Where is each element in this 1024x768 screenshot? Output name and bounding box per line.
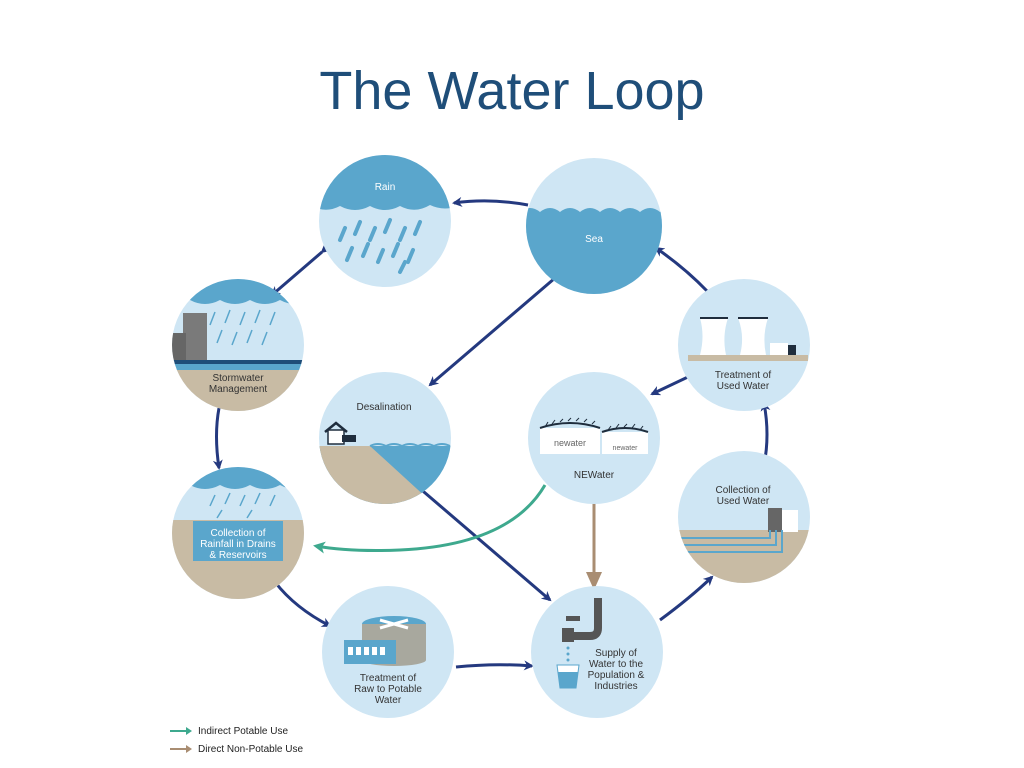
node-collection-used-water: Collection of Used Water [678, 451, 810, 583]
legend-item-indirect: Indirect Potable Use [170, 726, 288, 737]
collection-rainfall-label-line1: Collection of [210, 528, 265, 539]
supply-label-line4: Industries [594, 681, 637, 692]
rain-drops [338, 218, 422, 274]
treatment-used-label-line1: Treatment of [715, 370, 772, 381]
legend-item-direct: Direct Non-Potable Use [170, 744, 303, 755]
stormwater-label-line1: Stormwater [212, 373, 264, 384]
legend-direct-label: Direct Non-Potable Use [198, 744, 303, 755]
node-supply: Supply of Water to the Population & Indu… [531, 586, 663, 718]
node-treatment-used-water: Treatment of Used Water [678, 279, 810, 411]
collection-rainfall-label-line2: Rainfall in Drains [200, 539, 276, 550]
arrow-treatment-to-sea [654, 246, 710, 294]
node-newater: newater newater NEWater [528, 372, 660, 504]
arrowhead-direct [586, 572, 602, 590]
node-treatment-raw-potable: Treatment of Raw to Potable Water [322, 586, 454, 718]
treatment-raw-label-line2: Raw to Potable [354, 684, 422, 695]
supply-label-line2: Water to the [589, 659, 644, 670]
sea-label: Sea [585, 234, 603, 245]
arrow-rain-to-stormwater [270, 242, 332, 297]
node-sea: Sea [526, 158, 662, 294]
newater-tank1-label: newater [554, 438, 586, 448]
supply-label-line3: Population & [588, 670, 645, 681]
newater-label: NEWater [574, 470, 615, 481]
treatment-used-label-line2: Used Water [717, 381, 770, 392]
desalination-label: Desalination [356, 402, 411, 413]
node-rain: Rain [319, 155, 451, 287]
arrow-sea-to-rain [452, 196, 529, 207]
rain-label: Rain [375, 182, 396, 193]
arrow-desalination-to-supply [409, 478, 552, 602]
legend-indirect-label: Indirect Potable Use [198, 726, 288, 737]
flow-arrows [212, 196, 771, 671]
collection-used-label-line2: Used Water [717, 496, 770, 507]
node-stormwater: Stormwater Management [172, 279, 304, 411]
arrow-sea-to-desalination [428, 270, 563, 387]
legend: Indirect Potable Use Direct Non-Potable … [170, 726, 303, 755]
supply-label-line1: Supply of [595, 648, 637, 659]
treatment-raw-label-line1: Treatment of [360, 673, 417, 684]
arrow-supply-to-collection-used [659, 575, 714, 622]
arrow-newater-to-collection-indirect [313, 484, 547, 554]
arrow-treatment-to-supply [455, 660, 534, 671]
treatment-raw-label-line3: Water [375, 695, 402, 706]
collection-used-label-line1: Collection of [715, 485, 770, 496]
node-desalination: Desalination [319, 372, 451, 504]
arrow-stormwater-to-collection [212, 407, 223, 470]
arrow-collection-to-treatment [273, 581, 332, 628]
collection-rainfall-label-line3: & Reservoirs [209, 550, 266, 561]
arrow-treatment-to-newater [650, 374, 691, 396]
newater-tank2-label: newater [613, 445, 639, 452]
node-collection-rainfall: Collection of Rainfall in Drains & Reser… [172, 467, 304, 599]
page-title: The Water Loop [319, 61, 705, 121]
stormwater-label-line2: Management [209, 384, 268, 395]
